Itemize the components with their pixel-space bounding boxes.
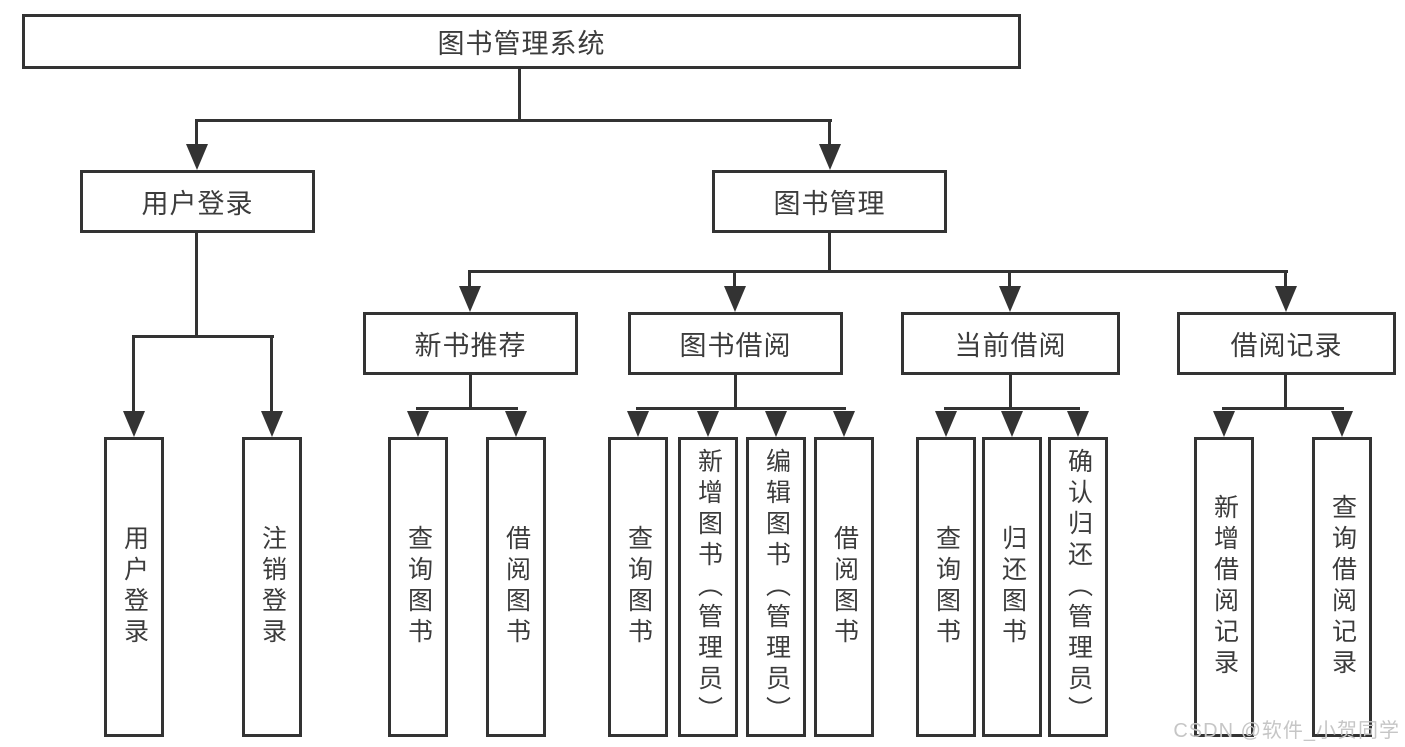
node-root-label: 图书管理系统 xyxy=(437,29,606,59)
arrow-records-leaf-1 xyxy=(1213,411,1235,437)
arrow-to-current xyxy=(999,286,1021,312)
node-records-label: 借阅记录 xyxy=(1230,331,1343,361)
arrow-borrowing-leaf-4 xyxy=(833,411,855,437)
connector-user-login-drop xyxy=(195,233,198,337)
node-borrowing-label: 图书借阅 xyxy=(679,331,792,361)
connector-borrowing-split xyxy=(636,407,846,410)
leaf-current-confirm-label: 确认归还（管理员） xyxy=(1064,447,1093,727)
connector-root-stub-left xyxy=(195,119,198,147)
arrow-to-leaf-user-login xyxy=(123,411,145,437)
leaf-logout: 注销登录 xyxy=(242,437,302,737)
leaf-records-add: 新增借阅记录 xyxy=(1194,437,1254,737)
leaf-current-return-label: 归还图书 xyxy=(998,525,1027,649)
leaf-user-login: 用户登录 xyxy=(104,437,164,737)
connector-user-login-stub-2 xyxy=(270,335,273,413)
connector-book-mgmt-drop xyxy=(828,233,831,272)
node-current-label: 当前借阅 xyxy=(954,331,1067,361)
connector-current-split xyxy=(944,407,1080,410)
leaf-records-add-label: 新增借阅记录 xyxy=(1210,494,1239,680)
connector-root-drop xyxy=(518,68,521,121)
arrow-borrowing-leaf-3 xyxy=(765,411,787,437)
arrow-to-borrowing xyxy=(724,286,746,312)
node-root: 图书管理系统 xyxy=(22,14,1021,69)
connector-root-stub-right xyxy=(828,119,831,147)
connector-user-login-stub-1 xyxy=(132,335,135,413)
connector-borrowing-drop xyxy=(734,375,737,409)
arrow-to-new-books xyxy=(459,286,481,312)
node-current: 当前借阅 xyxy=(901,312,1120,375)
leaf-records-query: 查询借阅记录 xyxy=(1312,437,1372,737)
leaf-new-books-borrow: 借阅图书 xyxy=(486,437,546,737)
arrow-to-leaf-logout xyxy=(261,411,283,437)
arrow-current-leaf-2 xyxy=(1001,411,1023,437)
leaf-logout-label: 注销登录 xyxy=(258,525,287,649)
leaf-borrowing-borrow-label: 借阅图书 xyxy=(830,525,859,649)
arrow-current-leaf-1 xyxy=(935,411,957,437)
connector-records-drop xyxy=(1284,375,1287,409)
connector-stub-current xyxy=(1008,270,1011,288)
leaf-new-books-query: 查询图书 xyxy=(388,437,448,737)
arrow-to-user-login xyxy=(186,144,208,170)
arrow-borrowing-leaf-1 xyxy=(627,411,649,437)
leaf-new-books-query-label: 查询图书 xyxy=(404,525,433,649)
leaf-records-query-label: 查询借阅记录 xyxy=(1328,494,1357,680)
node-new-books: 新书推荐 xyxy=(363,312,578,375)
leaf-current-query: 查询图书 xyxy=(916,437,976,737)
leaf-current-query-label: 查询图书 xyxy=(932,525,961,649)
connector-book-mgmt-split xyxy=(468,270,1288,273)
connector-current-drop xyxy=(1009,375,1012,409)
leaf-new-books-borrow-label: 借阅图书 xyxy=(502,525,531,649)
arrow-to-book-mgmt xyxy=(819,144,841,170)
connector-user-login-split xyxy=(132,335,274,338)
connector-records-split xyxy=(1222,407,1344,410)
connector-root-split xyxy=(195,119,832,122)
node-book-mgmt: 图书管理 xyxy=(712,170,947,233)
leaf-user-login-label: 用户登录 xyxy=(120,525,149,649)
arrow-to-records xyxy=(1275,286,1297,312)
arrow-new-books-leaf-2 xyxy=(505,411,527,437)
leaf-borrowing-query-label: 查询图书 xyxy=(624,525,653,649)
connector-new-books-drop xyxy=(469,375,472,409)
node-book-mgmt-label: 图书管理 xyxy=(773,189,886,219)
leaf-borrowing-add: 新增图书（管理员） xyxy=(678,437,738,737)
connector-new-books-split xyxy=(416,407,518,410)
connector-stub-records xyxy=(1284,270,1287,288)
leaf-borrowing-query: 查询图书 xyxy=(608,437,668,737)
node-records: 借阅记录 xyxy=(1177,312,1396,375)
node-user-login: 用户登录 xyxy=(80,170,315,233)
node-new-books-label: 新书推荐 xyxy=(414,331,527,361)
csdn-watermark: CSDN @软件_小贺同学 xyxy=(1173,720,1400,742)
arrow-new-books-leaf-1 xyxy=(407,411,429,437)
arrow-borrowing-leaf-2 xyxy=(697,411,719,437)
leaf-borrowing-edit: 编辑图书（管理员） xyxy=(746,437,806,737)
connector-stub-new-books xyxy=(468,270,471,288)
leaf-current-return: 归还图书 xyxy=(982,437,1042,737)
leaf-borrowing-edit-label: 编辑图书（管理员） xyxy=(762,447,791,727)
node-borrowing: 图书借阅 xyxy=(628,312,843,375)
leaf-borrowing-add-label: 新增图书（管理员） xyxy=(694,447,723,727)
arrow-records-leaf-2 xyxy=(1331,411,1353,437)
arrow-current-leaf-3 xyxy=(1067,411,1089,437)
leaf-current-confirm: 确认归还（管理员） xyxy=(1048,437,1108,737)
leaf-borrowing-borrow: 借阅图书 xyxy=(814,437,874,737)
connector-stub-borrowing xyxy=(733,270,736,288)
node-user-login-label: 用户登录 xyxy=(141,189,254,219)
